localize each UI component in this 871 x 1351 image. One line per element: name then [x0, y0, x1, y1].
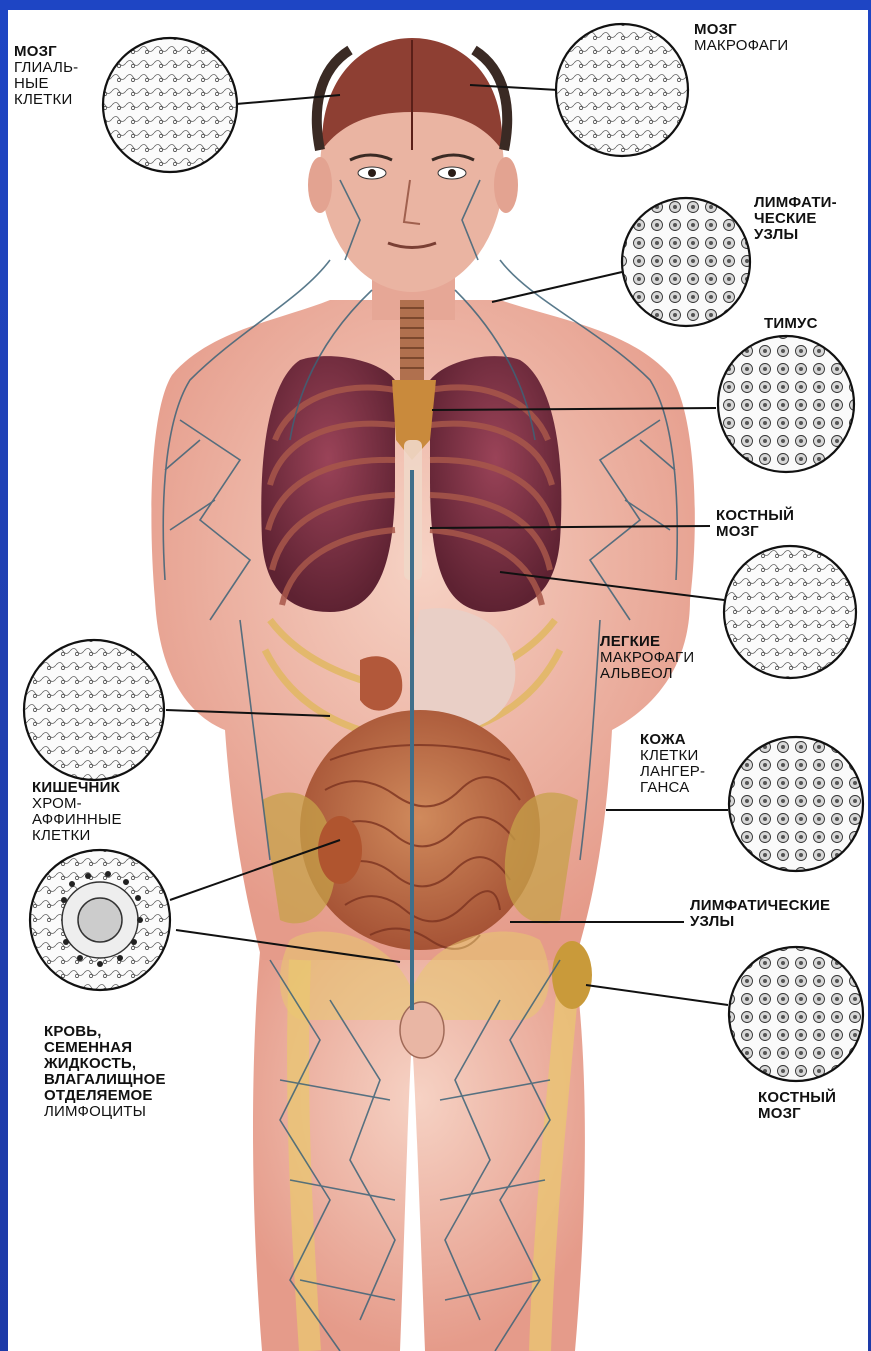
label-brain-glial: МОЗГ ГЛИАЛЬ- НЫЕ КЛЕТКИ: [14, 44, 78, 108]
label-brain-macrophages-title: МОЗГ: [694, 22, 788, 38]
label-brain-glial-title: МОЗГ: [14, 44, 78, 60]
micrograph-lymph-nodes-top: [622, 198, 750, 326]
micrograph-brain-glial: [103, 38, 237, 172]
label-skin: КОЖА КЛЕТКИ ЛАНГЕР- ГАНСА: [640, 732, 705, 796]
micrograph-bone-marrow-bottom: [729, 947, 863, 1081]
label-lymph-nodes-bottom-title: ЛИМФАТИЧЕСКИЕ УЗЛЫ: [690, 898, 830, 930]
label-blood-title: КРОВЬ, СЕМЕННАЯ ЖИДКОСТЬ, ВЛАГАЛИЩНОЕ ОТ…: [44, 1024, 166, 1104]
label-bone-marrow-top-title: КОСТНЫЙ МОЗГ: [716, 508, 794, 540]
label-bone-marrow-top: КОСТНЫЙ МОЗГ: [716, 508, 794, 540]
label-brain-glial-body: ГЛИАЛЬ- НЫЕ КЛЕТКИ: [14, 60, 78, 108]
label-intestine-body: ХРОМ- АФФИННЫЕ КЛЕТКИ: [32, 796, 122, 844]
label-lungs-body: МАКРОФАГИ АЛЬВЕОЛ: [600, 650, 694, 682]
label-blood: КРОВЬ, СЕМЕННАЯ ЖИДКОСТЬ, ВЛАГАЛИЩНОЕ ОТ…: [44, 1024, 166, 1120]
label-lungs: ЛЕГКИЕ МАКРОФАГИ АЛЬВЕОЛ: [600, 634, 694, 682]
label-lymph-nodes-top: ЛИМФАТИ- ЧЕСКИЕ УЗЛЫ: [754, 195, 837, 243]
label-intestine: КИШЕЧНИК ХРОМ- АФФИННЫЕ КЛЕТКИ: [32, 780, 122, 844]
label-brain-macrophages-body: МАКРОФАГИ: [694, 38, 788, 54]
label-lungs-title: ЛЕГКИЕ: [600, 634, 694, 650]
micrograph-intestine: [24, 640, 164, 780]
micrograph-bone-marrow-top: [724, 546, 856, 678]
label-thymus-title: ТИМУС: [764, 316, 818, 332]
label-bone-marrow-bottom: КОСТНЫЙ МОЗГ: [758, 1090, 836, 1122]
micrograph-skin: [729, 737, 863, 871]
label-skin-title: КОЖА: [640, 732, 705, 748]
label-skin-body: КЛЕТКИ ЛАНГЕР- ГАНСА: [640, 748, 705, 796]
label-blood-body: ЛИМФОЦИТЫ: [44, 1104, 166, 1120]
label-lymph-nodes-bottom: ЛИМФАТИЧЕСКИЕ УЗЛЫ: [690, 898, 830, 930]
body-silhouette: [151, 38, 694, 1351]
micrograph-brain-macrophages: [556, 24, 688, 156]
label-thymus: ТИМУС: [764, 316, 818, 332]
label-brain-macrophages: МОЗГ МАКРОФАГИ: [694, 22, 788, 54]
micrograph-thymus: [718, 336, 854, 472]
label-lymph-nodes-top-title: ЛИМФАТИ- ЧЕСКИЕ УЗЛЫ: [754, 195, 837, 243]
label-intestine-title: КИШЕЧНИК: [32, 780, 122, 796]
label-bone-marrow-bottom-title: КОСТНЫЙ МОЗГ: [758, 1090, 836, 1122]
